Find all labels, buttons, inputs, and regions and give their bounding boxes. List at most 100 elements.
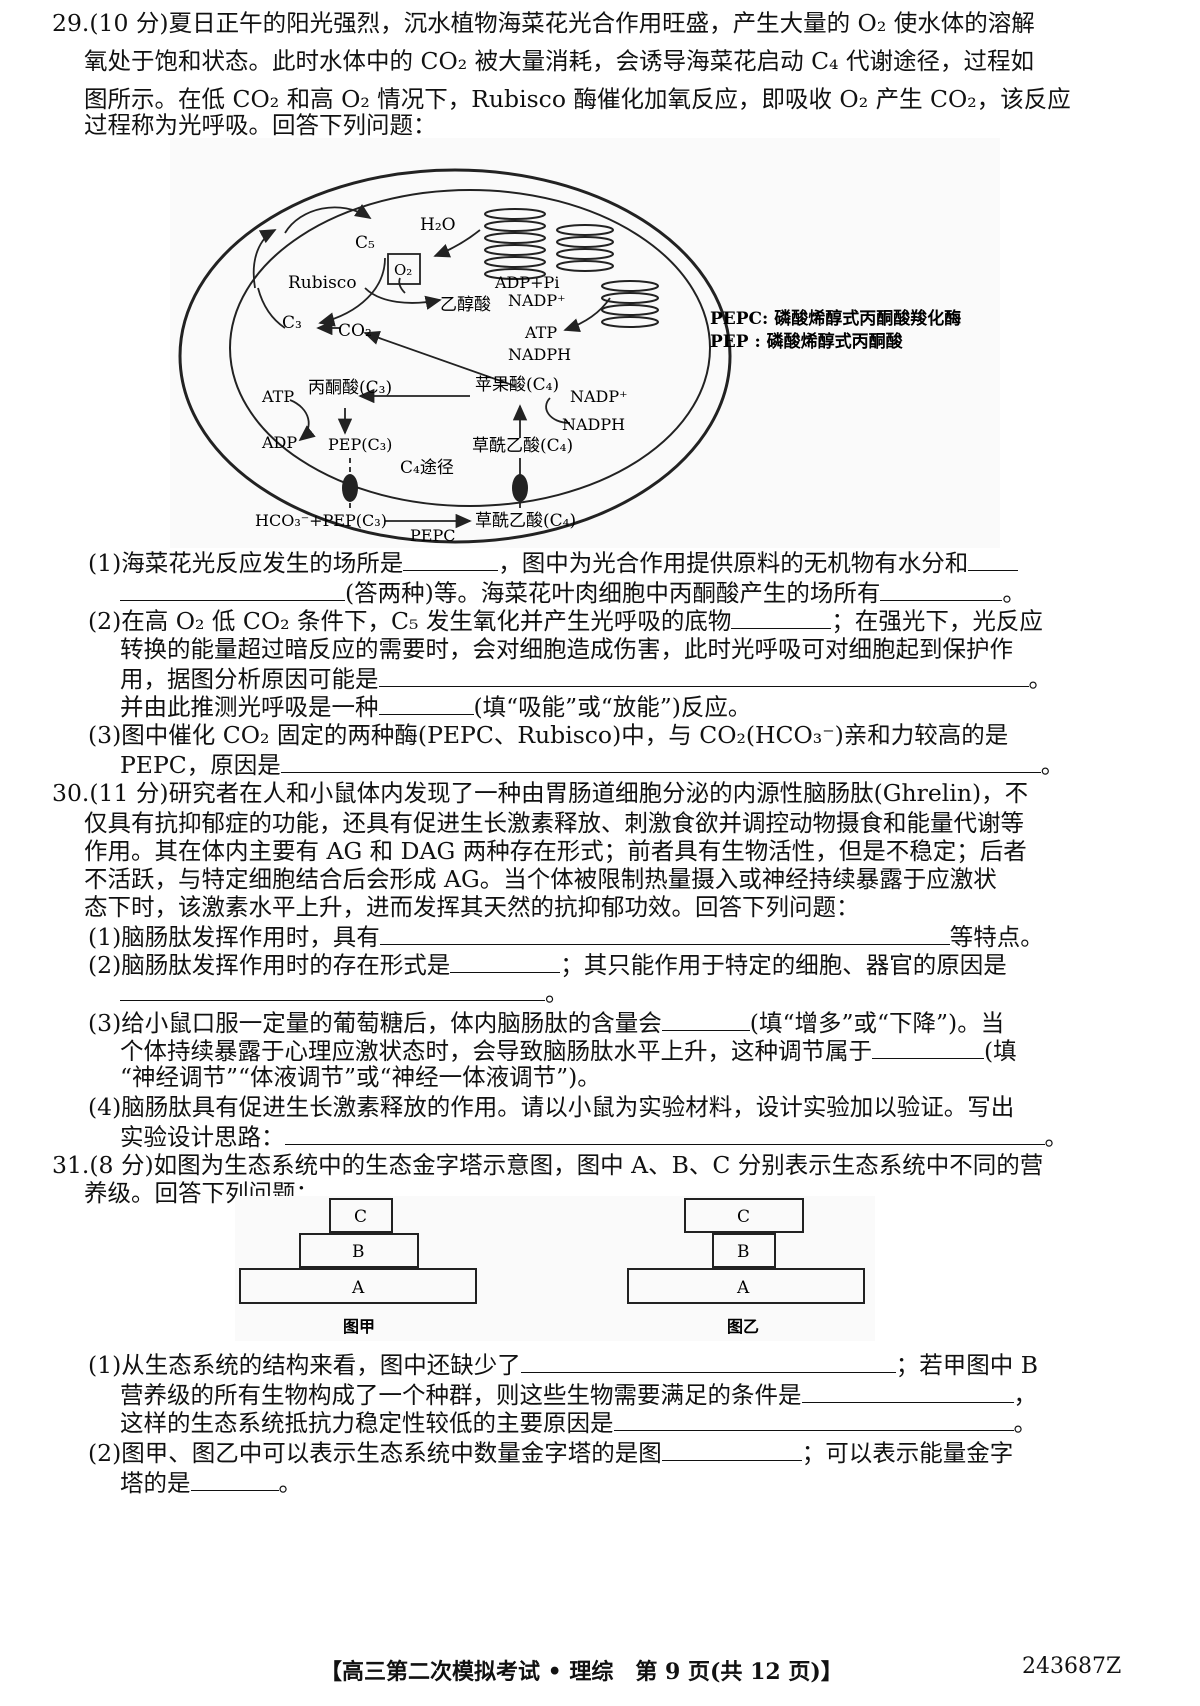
q29-part-2-line-4: 并由此推测光呼吸是一种 (填“吸能”或“放能”)反应。 [120, 690, 751, 722]
q31-1-blank-2[interactable] [801, 1378, 1014, 1403]
q31-1-blank-3[interactable] [613, 1406, 1014, 1431]
q29-3-blank-1[interactable] [280, 748, 1041, 773]
footer-code: 243687Z [1022, 1654, 1122, 1679]
q29-2-text-g: (填“吸能”或“放能”)反应。 [473, 693, 752, 721]
label-oaa: 草酰乙酸(C₄) [472, 436, 573, 456]
q31-part-2-line-2: 塔的是 。 [120, 1466, 302, 1498]
q30-part-2-line-1: (2)脑肠肽发挥作用时的存在形式是 ；其只能作用于特定的细胞、器官的原因是 [88, 948, 1007, 980]
q31-1-text-f: 。 [1013, 1409, 1038, 1437]
q29-2-text-d: 用，据图分析原因可能是 [120, 665, 379, 693]
q29-1-text-c: (答两种)等。海菜花叶肉细胞中丙酮酸产生的场所有 [345, 579, 881, 607]
q29-2-text-b: ；在强光下，光反应 [831, 607, 1043, 635]
label-co2: CO₂ [338, 321, 372, 341]
pyramid-figures: C B A 图甲 C B A 图乙 [235, 1196, 875, 1341]
q30-part-4-line-2: 实验设计思路：。 [120, 1120, 1068, 1152]
label-adp-pi: ADP+Pi [494, 273, 559, 292]
q31-1-blank-1[interactable] [520, 1348, 896, 1373]
q30-1-text-b: 等特点。 [949, 923, 1044, 951]
chloroplast-membrane [229, 189, 711, 507]
q30-2-blank-1[interactable] [450, 948, 561, 973]
label-hco3-pep: HCO₃⁻+PEP(C₃) [255, 511, 387, 530]
oaa-transporter [512, 474, 528, 502]
q29-1-text-a: (1)海菜花光反应发生的场所是 [88, 549, 404, 577]
label-c3: C₃ [282, 313, 302, 333]
q29-part-1-line-1: (1)海菜花光反应发生的场所是 ，图中为光合作用提供原料的无机物有水分和 [88, 546, 1019, 578]
fig-a-level-b [299, 1233, 419, 1268]
label-nadph-2: NADPH [562, 415, 625, 434]
q30-1-blank[interactable] [379, 920, 950, 945]
q30-part-3-line-3: “神经调节”“体液调节”或“神经一体液调节”)。 [120, 1063, 601, 1091]
q29-part-2-line-1: (2)在高 O₂ 低 CO₂ 条件下，C₅ 发生氧化并产生光呼吸的底物；在强光下… [88, 604, 1043, 636]
q29-1-text-d: 。 [1002, 579, 1026, 607]
q29-2-text-f: 并由此推测光呼吸是一种 [120, 693, 379, 721]
q30-2-blank-2[interactable] [120, 976, 545, 1001]
q30-2-text-a: (2)脑肠肽发挥作用时的存在形式是 [88, 951, 451, 979]
q31-2-text-c: 塔的是 [120, 1469, 191, 1497]
q29-3-text-b: PEPC，原因是 [120, 751, 281, 779]
fig-b-level-c [684, 1198, 804, 1233]
q30-part-4-line-1: (4)脑肠肽具有促进生长激素释放的作用。请以小鼠为实验材料，设计实验加以验证。写… [88, 1093, 1015, 1121]
q30-3-text-d: (填 [984, 1037, 1017, 1065]
q30-line-3: 作用。其在体内主要有 AG 和 DAG 两种存在形式；前者具有生物活性，但是不稳… [84, 837, 1027, 865]
q31-1-text-c: 营养级的所有生物构成了一个种群，则这些生物需要满足的条件是 [120, 1381, 802, 1409]
fig-a-level-a [239, 1268, 477, 1304]
q30-part-3-line-1: (3)给小鼠口服一定量的葡萄糖后，体内脑肠肽的含量会 (填“增多”或“下降”)。当 [88, 1006, 1004, 1038]
q31-part-1-line-3: 这样的生态系统抵抗力稳定性较低的主要原因是 。 [120, 1406, 1037, 1438]
pep-transporter [342, 474, 358, 502]
q31-2-blank-2[interactable] [190, 1466, 279, 1491]
label-pep: PEP(C₃) [328, 435, 392, 454]
fig-b-level-a [627, 1268, 865, 1304]
malate-to-co2-arrow [363, 331, 516, 387]
q30-3-blank-2[interactable] [872, 1034, 984, 1059]
label-pyruvate: 丙酮酸(C₃) [308, 378, 392, 398]
q30-4-blank[interactable] [284, 1120, 1045, 1145]
fig-a-caption: 图甲 [343, 1317, 375, 1336]
cycle-arrow-1 [284, 204, 372, 234]
legend-pep: PEP : 磷酸烯醇式丙酮酸 [710, 331, 904, 352]
label-malate: 苹果酸(C₄) [475, 375, 559, 395]
q29-part-2-line-2: 转换的能量超过暗反应的需要时，会对细胞造成伤害，此时光呼吸可对细胞起到保护作 [120, 635, 1013, 663]
fig-b-label-c: C [737, 1207, 750, 1227]
q29-part-3-line-1: (3)图中催化 CO₂ 固定的两种酶(PEPC、Rubisco)中，与 CO₂(… [88, 721, 1009, 749]
q29-2-blank-3[interactable] [378, 690, 474, 715]
q29-line-1: 29.(10 分)夏日正午的阳光强烈，沉水植物海菜花光合作用旺盛，产生大量的 O… [52, 9, 1035, 37]
fig-a-label-a: A [351, 1278, 365, 1298]
q31-1-text-b: ；若甲图中 B [895, 1351, 1039, 1379]
q29-1-blank-2b[interactable] [120, 576, 345, 601]
cycle-arrow-4 [318, 257, 386, 327]
q30-2-text-c: 。 [545, 979, 569, 1007]
q30-4-text-c: 。 [1044, 1123, 1069, 1151]
q29-1-blank-2a[interactable] [968, 546, 1019, 571]
q30-3-text-c: 个体持续暴露于心理应激状态时，会导致脑肠肽水平上升，这种调节属于 [120, 1037, 872, 1065]
q31-part-1-line-1: (1)从生态系统的结构来看，图中还缺少了；若甲图中 B [88, 1348, 1038, 1380]
label-nadp: NADP⁺ [508, 291, 566, 310]
label-adp: ADP [261, 433, 297, 452]
q30-part-3-line-2: 个体持续暴露于心理应激状态时，会导致脑肠肽水平上升，这种调节属于 (填 [120, 1034, 1017, 1066]
q29-line-2: 氧处于饱和状态。此时水体中的 CO₂ 被大量消耗，会诱导海菜花启动 C₄ 代谢途… [84, 47, 1034, 75]
fig-b-level-b [712, 1233, 776, 1268]
fig-b-label-a: A [736, 1278, 750, 1298]
thylakoid-stack-3 [601, 280, 659, 328]
fig-a-label-c: C [354, 1207, 367, 1227]
q30-part-2-line-2: 。 [120, 976, 569, 1008]
q30-3-text-b: (填“增多”或“下降”)。当 [749, 1009, 1005, 1037]
q31-1-text-d: ， [1013, 1381, 1038, 1409]
q31-2-text-d: 。 [278, 1469, 303, 1497]
q30-line-2: 仅具有抗抑郁症的功能，还具有促进生长激素释放、刺激食欲并调控动物摄食和能量代谢等 [84, 809, 1024, 837]
q29-2-blank-1[interactable] [731, 604, 832, 629]
q29-1-blank-3[interactable] [880, 576, 1003, 601]
q30-2-text-b: ；其只能作用于特定的细胞、器官的原因是 [560, 951, 1007, 979]
rubisco-to-glycolate-arrow [364, 287, 442, 310]
q29-line-4: 过程称为光呼吸。回答下列问题： [84, 111, 437, 139]
q31-1-text-e: 这样的生态系统抵抗力稳定性较低的主要原因是 [120, 1409, 614, 1437]
q30-3-blank-1[interactable] [661, 1006, 750, 1031]
q29-2-blank-2[interactable] [378, 662, 1029, 687]
q29-1-text-b: ，图中为光合作用提供原料的无机物有水分和 [498, 549, 969, 577]
cycle-arrow-2 [252, 229, 277, 289]
o2-box [387, 253, 421, 285]
fig-b-caption: 图乙 [727, 1317, 759, 1336]
q29-1-blank-1[interactable] [403, 546, 499, 571]
label-nadph: NADPH [508, 345, 571, 364]
q31-2-blank-1[interactable] [661, 1436, 802, 1461]
q30-3-text-a: (3)给小鼠口服一定量的葡萄糖后，体内脑肠肽的含量会 [88, 1009, 662, 1037]
